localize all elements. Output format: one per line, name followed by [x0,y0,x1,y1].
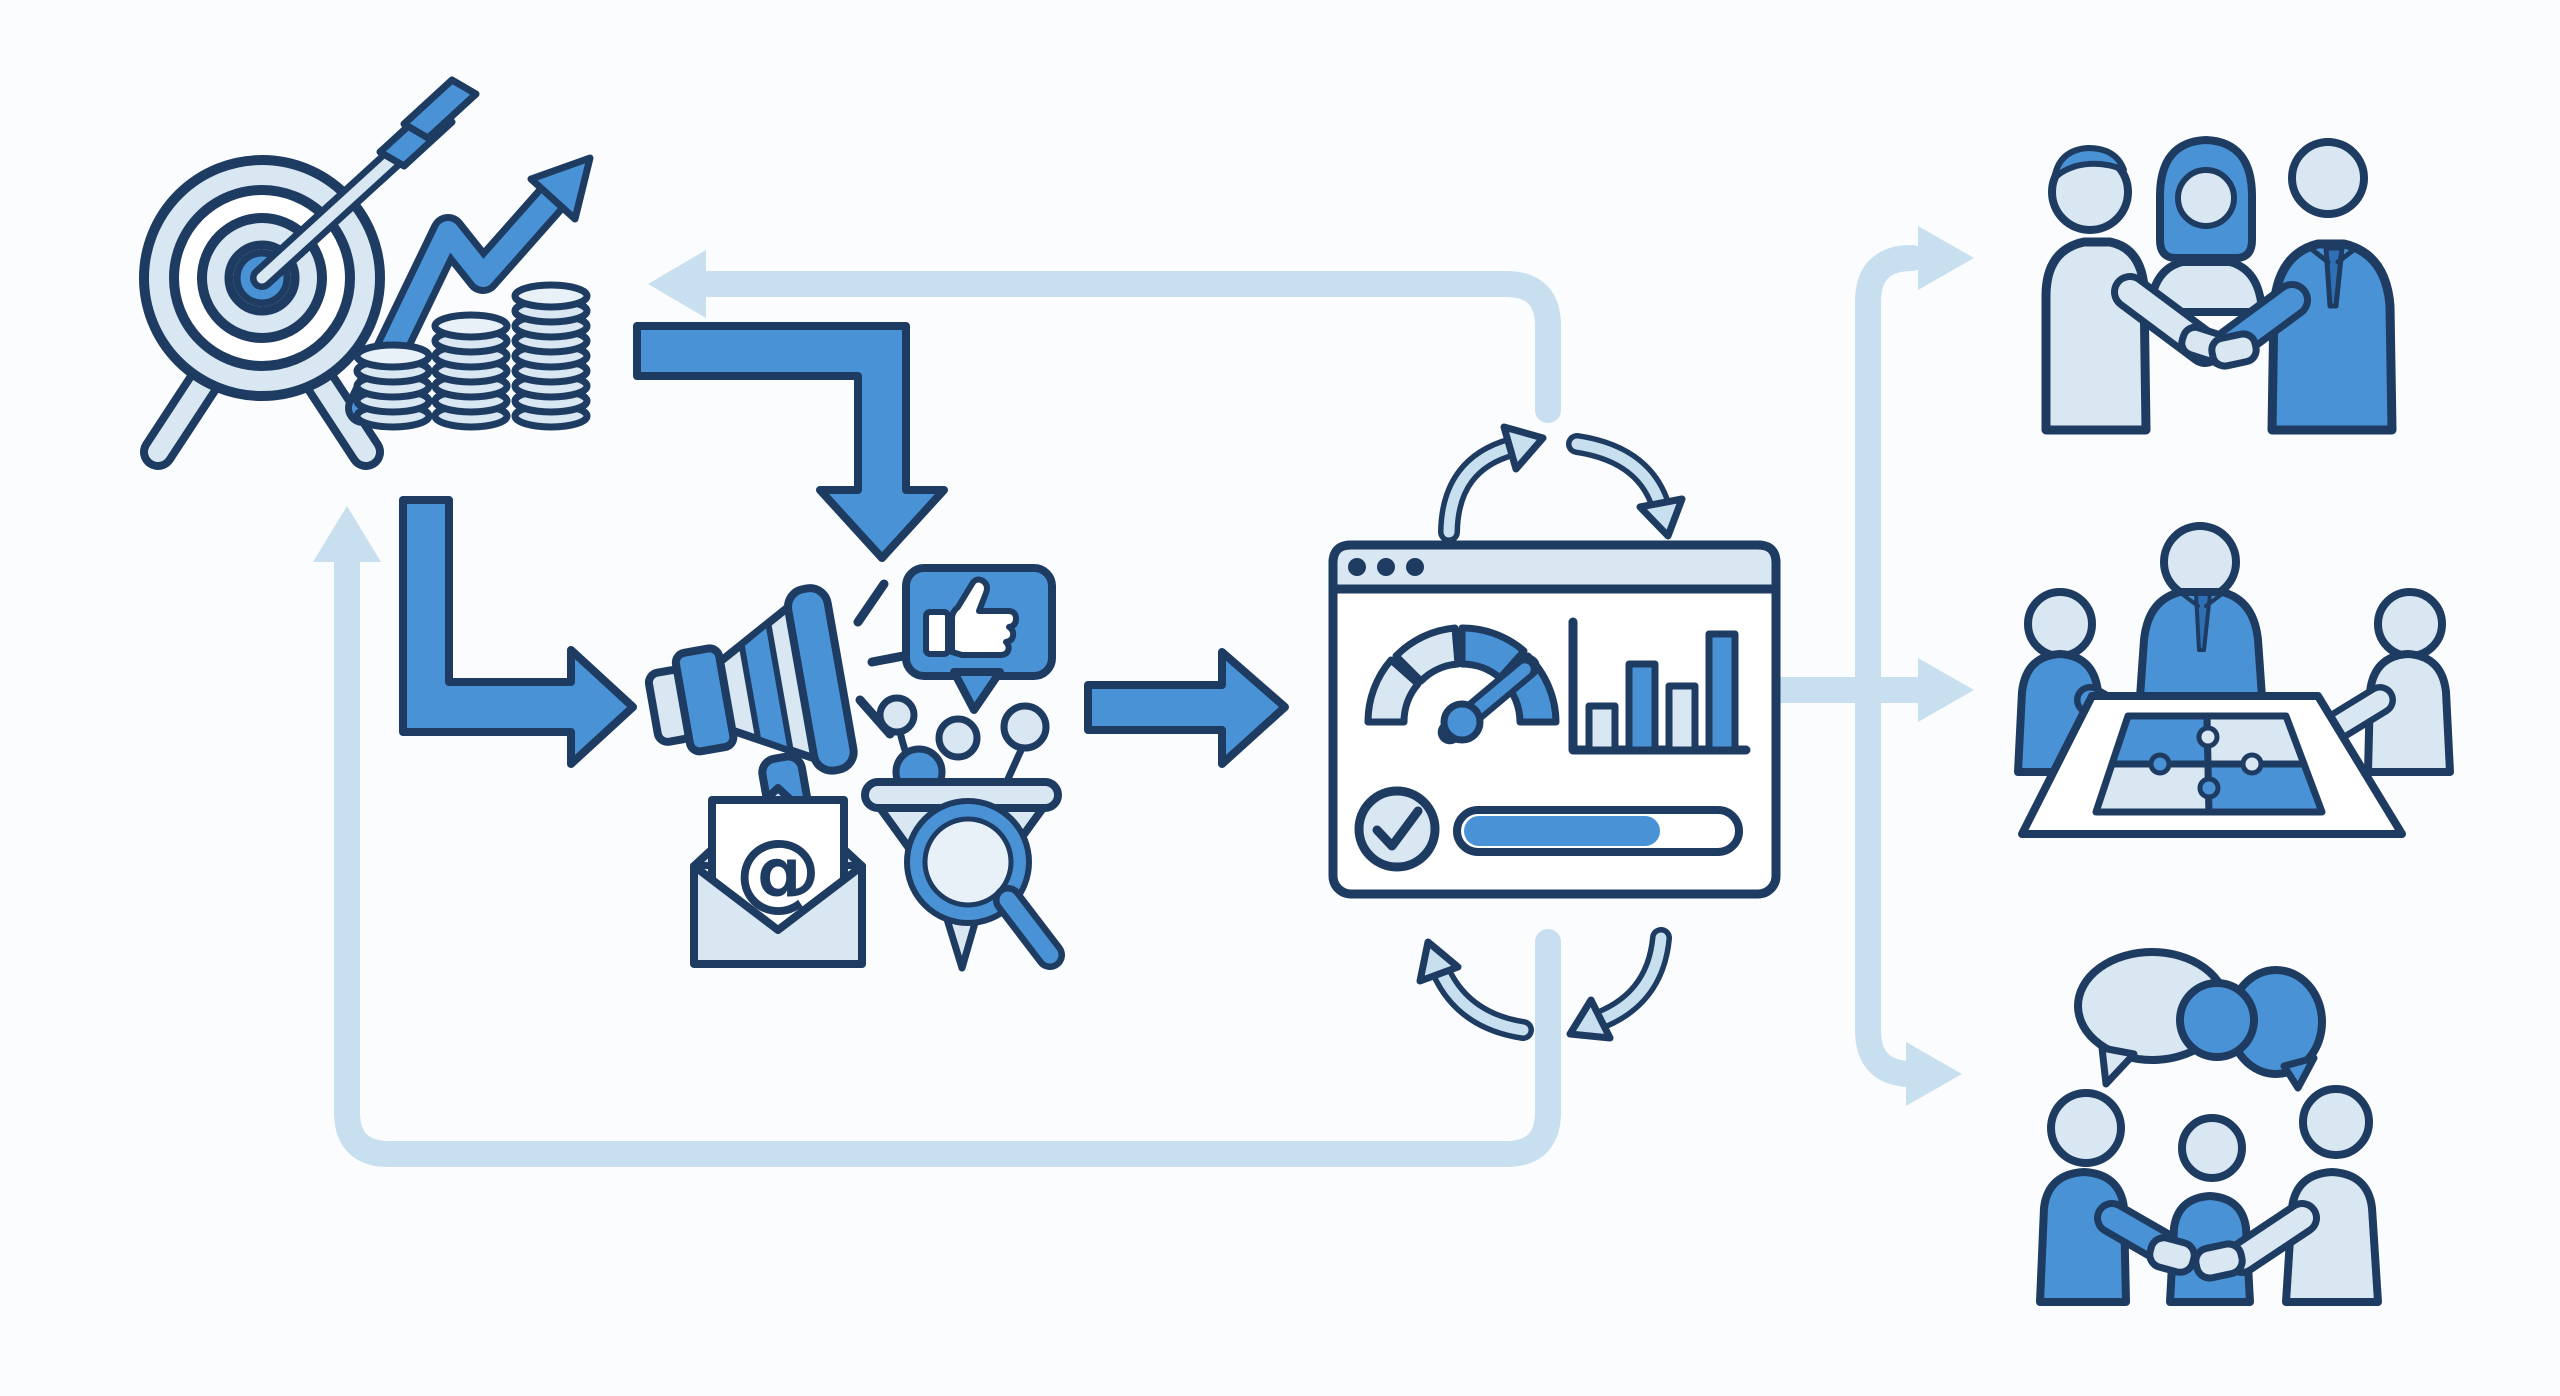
goals-node [139,76,594,470]
megaphone-icon [644,584,858,866]
head [2288,138,2368,218]
coin-stack-small [353,341,433,431]
email-envelope-icon: @ [690,784,866,968]
mini-bar-4 [1705,630,1739,754]
mini-bar-2 [1625,660,1659,754]
coin-stack-medium [431,311,511,431]
gauge-icon [1364,624,1560,745]
outcome-collaboration-node [2014,522,2454,838]
person-right [2224,1085,2382,1306]
window-dot-icon [1377,558,1395,576]
coin-stacks-icon [353,281,591,431]
branch-arrowhead-top-icon [1918,226,1974,290]
person-left [2036,1089,2196,1306]
outcome-discussion-node [2036,948,2382,1306]
person-center-suit [2136,522,2266,701]
head [2374,588,2446,660]
dart-icon [250,76,480,290]
flow-arrow-goals-down-icon [633,322,948,562]
cycle-arrow-top-right-icon [1566,433,1686,540]
head [2299,1085,2373,1159]
channels-node: @ [644,564,1065,972]
coin-stack-tall [511,281,591,431]
dashboard-node [1328,540,1781,899]
group-handshake-icon [2146,1234,2246,1282]
handshake-icon [2178,323,2260,370]
face [2175,167,2237,229]
progress-bar [1453,806,1743,856]
magnifier-icon [904,798,1065,970]
head [2160,522,2240,602]
refresh-cycle-icon [1416,423,1686,1042]
branch-arrowhead-bottom-icon [1906,1042,1962,1106]
browser-titlebar [1328,540,1781,594]
outcome-branch-lines [1765,226,1974,1106]
feedback-left-arrowhead-icon [648,250,706,318]
head [2047,1089,2125,1167]
feedback-loop-top-arrow [648,250,1561,423]
tie [2194,592,2212,652]
progress-fill [1464,816,1660,846]
head [2178,1114,2246,1182]
cycle-arrow-bottom-left-icon [1416,938,1534,1041]
growth-arrow-icon [345,154,594,426]
speech-bubbles-icon [2074,948,2326,1092]
mini-bar-3 [1665,682,1699,754]
window-dot-icon [1348,558,1366,576]
mini-bar-1 [1585,702,1619,754]
branch-arrowhead-middle-icon [1918,658,1974,722]
outcome-handshake-node [2041,136,2397,435]
check-circle-icon [1354,786,1440,872]
mini-bar-chart-icon [1568,617,1751,755]
head [2024,588,2096,660]
hair [2051,145,2127,183]
cycle-arrow-top-left-icon [1438,423,1547,543]
gauge-pivot [1440,700,1484,744]
puzzle-icon [2092,712,2326,816]
flow-arrow-elbow-right-icon [399,496,637,768]
cycle-arrow-bottom-right-icon [1566,927,1672,1042]
thumbs-up-bubble-icon [902,564,1056,714]
feedback-up-arrowhead-icon [313,506,381,562]
window-dot-icon [1406,558,1424,576]
feedback-loop-bottom-arrow [313,506,1561,1167]
person-woman-center [2146,136,2266,316]
flow-arrow-to-dashboard-icon [1084,648,1289,768]
thumb-glyph [949,576,1019,658]
lead-funnel-icon [861,694,1065,972]
